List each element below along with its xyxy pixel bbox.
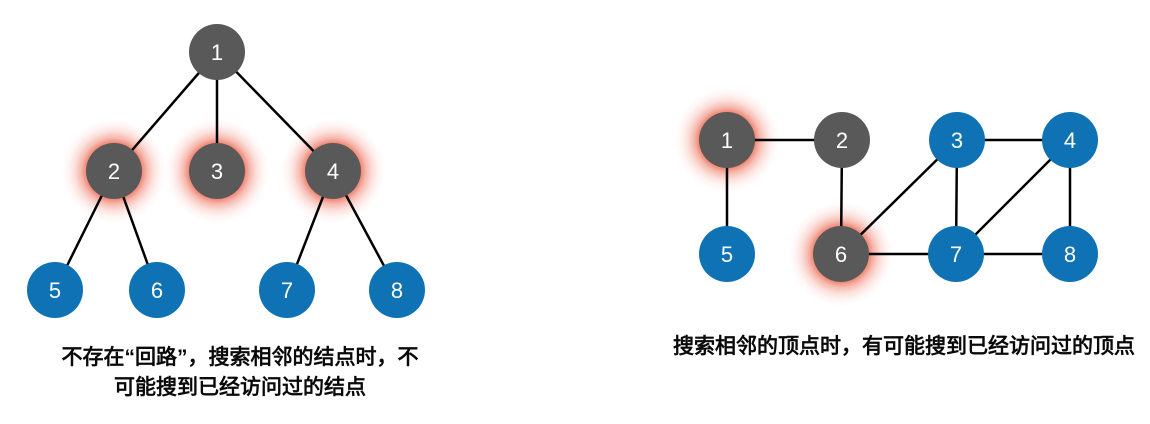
node-label-7: 7 <box>950 242 962 267</box>
node-6 <box>813 226 869 282</box>
node-6 <box>129 262 185 318</box>
node-label-8: 8 <box>391 278 403 303</box>
node-3 <box>189 143 245 199</box>
left-caption-line-1: 不存在“回路”，搜索相邻的结点时，不 <box>61 346 419 369</box>
graph-with-cycle: 1 2 3 4 5 6 7 8 <box>675 88 1098 306</box>
node-4 <box>305 143 361 199</box>
node-label-4: 4 <box>1064 128 1076 153</box>
node-7 <box>259 262 315 318</box>
node-label-2: 2 <box>836 128 848 153</box>
tree-no-cycle: 1 2 3 4 5 6 7 8 <box>27 24 425 318</box>
node-label-5: 5 <box>721 242 733 267</box>
node-2 <box>86 143 142 199</box>
node-label-1: 1 <box>721 128 733 153</box>
node-label-4: 4 <box>327 159 339 184</box>
left-caption-line-2: 可能搜到已经访问过的结点 <box>114 376 366 399</box>
node-label-7: 7 <box>281 278 293 303</box>
node-5 <box>27 262 83 318</box>
node-label-2: 2 <box>108 159 120 184</box>
node-8 <box>369 262 425 318</box>
right-graph-caption: 搜索相邻的顶点时，有可能搜到已经访问过的顶点 <box>673 335 1135 358</box>
node-label-6: 6 <box>151 278 163 303</box>
node-3 <box>929 112 985 168</box>
node-1 <box>699 112 755 168</box>
node-2 <box>814 112 870 168</box>
node-label-5: 5 <box>49 278 61 303</box>
node-4 <box>1042 112 1098 168</box>
node-label-3: 3 <box>951 128 963 153</box>
node-label-8: 8 <box>1064 242 1076 267</box>
node-label-3: 3 <box>211 159 223 184</box>
node-5 <box>699 226 755 282</box>
node-1 <box>189 24 245 80</box>
node-7 <box>928 226 984 282</box>
left-tree-caption: 不存在“回路”，搜索相邻的结点时，不 可能搜到已经访问过的结点 <box>62 343 419 403</box>
node-label-1: 1 <box>211 40 223 65</box>
node-8 <box>1042 226 1098 282</box>
node-label-6: 6 <box>835 242 847 267</box>
